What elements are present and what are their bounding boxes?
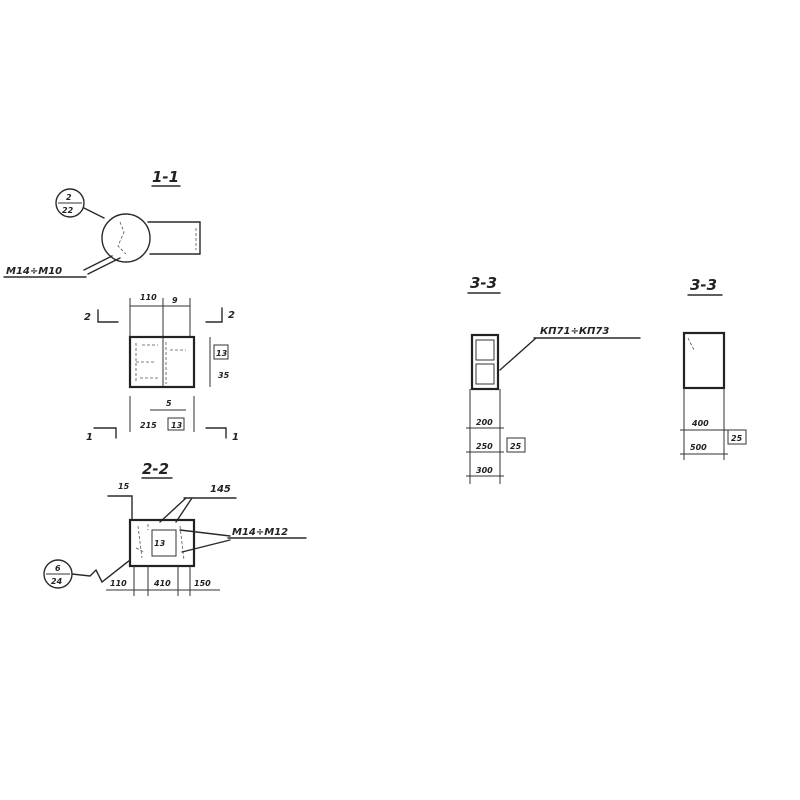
mid-box: [167, 417, 185, 431]
section-2-2-hatch: [135, 524, 185, 561]
dim-bottom-1-label: 110: [110, 579, 127, 588]
cut-mark-bottom-left: [93, 427, 117, 439]
bar-label-1-1: M14÷M10: [6, 266, 62, 277]
top-right-leader-2: [175, 497, 193, 523]
dim-top-right-label-2-2: 145: [210, 484, 231, 495]
dim-top-right-label: 9: [172, 296, 178, 305]
section-3-3-a-body: [470, 333, 500, 391]
cut-mark-left-label: 2: [84, 312, 91, 323]
box-mark-label: 13: [216, 349, 228, 358]
section-3-3-b: 3-3 400 500 25: [680, 276, 747, 460]
mid-mark-label: 5: [166, 399, 172, 408]
section-2-2-title: 2-2: [142, 460, 169, 478]
section-3-3-b-hatch: [687, 337, 695, 351]
round-detail: [101, 213, 151, 263]
dim-1-label-3-3-b: 400: [691, 419, 709, 428]
callout-leader-2-2: [71, 559, 131, 584]
dim-3-label-3-3-a: 300: [476, 466, 493, 475]
section-2-2: 2-2 15 145 13 M14÷M12 6 24 110: [43, 460, 307, 596]
section-1-1-title: 1-1: [152, 168, 179, 186]
box-mark: [213, 344, 229, 360]
box-mark-label-3-3-a: 25: [510, 442, 522, 451]
section-3-3-a-inner-top: [475, 339, 495, 361]
callout-bottom-label: 22: [62, 206, 74, 215]
cut-mark-right: [205, 307, 223, 323]
callout-circle: [55, 188, 85, 218]
round-detail-hatch: [117, 221, 127, 255]
bar-leader-a: [179, 529, 231, 537]
section-3-3-a-title: 3-3: [470, 274, 497, 292]
top-right-leader-1: [159, 497, 187, 523]
callout-bottom-label-2-2: 24: [51, 577, 63, 586]
section-3-3-a-inner-bottom: [475, 363, 495, 385]
top-left-leader: [107, 495, 133, 521]
section-2-2-core: [151, 529, 177, 557]
dim-1-label-3-3-a: 200: [476, 418, 493, 427]
box-mark-label-3-3-b: 25: [731, 434, 743, 443]
callout-marker: 2 22: [55, 188, 105, 219]
cut-mark-bottom-left-label: 1: [86, 432, 93, 443]
callout-leader: [83, 207, 105, 219]
cut-mark-bottom-right-label: 1: [232, 432, 239, 443]
box-mark-2-2: 13: [154, 539, 166, 548]
bar-label-2-2: M14÷M12: [232, 527, 288, 538]
mid-dim-label: 215: [140, 421, 157, 430]
dim-bottom-2-label: 410: [153, 579, 171, 588]
bar-leader-2: [87, 257, 121, 275]
dim-2-label-3-3-a: 250: [476, 442, 493, 451]
callout-marker-2-2: 6 24: [43, 559, 131, 589]
bar-leader-1: [83, 255, 113, 271]
cut-mark-left: [97, 309, 119, 323]
box-mark-3-3-b: [727, 429, 747, 445]
dim-top-label: 110: [140, 293, 157, 302]
dim-bottom-3-label: 150: [194, 579, 211, 588]
plan-box: [128, 335, 196, 389]
side-dim-label: 35: [218, 371, 230, 380]
section-3-3-b-body: [682, 331, 726, 390]
cut-mark-right-label: 2: [228, 310, 235, 321]
section-3-3-a: 3-3 КП71÷КП73 200 250 300 25: [466, 274, 641, 484]
plan-box-hatch: [135, 342, 186, 384]
cut-mark-bottom-right: [205, 427, 227, 439]
dim-top-left-label: 15: [118, 482, 130, 491]
dim-2-label-3-3-b: 500: [690, 443, 707, 452]
bar-label-3-3-a: КП71÷КП73: [540, 326, 609, 337]
callout-top-label-2-2: 6: [55, 564, 61, 573]
bar-leader-b: [181, 539, 231, 553]
bar-leader-3-3-a: [499, 337, 537, 371]
section-2-2-body: [128, 518, 196, 568]
callout-top-label: 2: [66, 193, 72, 202]
mid-box-label: 13: [171, 421, 183, 430]
section-3-3-b-title: 3-3: [690, 276, 717, 294]
section-1-1: 1-1 2 22 M14÷M10 110 9 2 2: [3, 168, 239, 443]
box-mark-3-3-a: [506, 437, 526, 453]
